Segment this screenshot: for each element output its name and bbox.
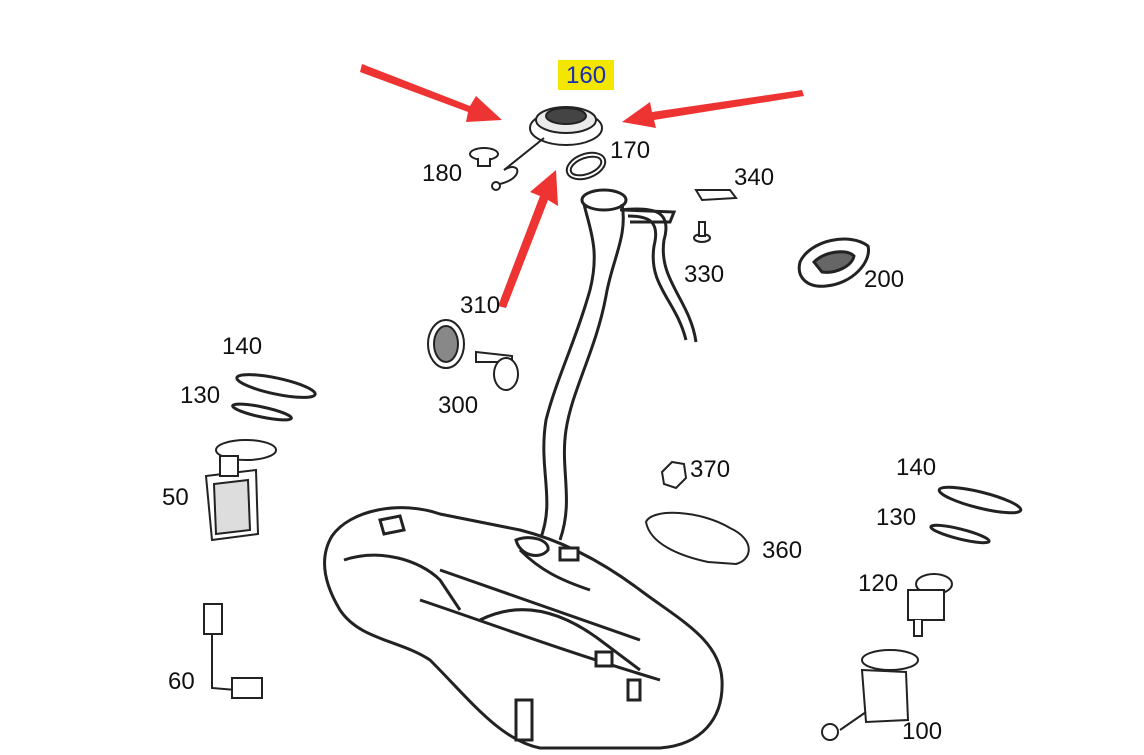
level-sensor-60 bbox=[203, 603, 263, 699]
nut-370 bbox=[660, 460, 688, 490]
part-label-310: 310 bbox=[460, 292, 501, 319]
plate-340 bbox=[694, 189, 738, 202]
valve-300 bbox=[475, 350, 519, 391]
part-label-160: 160 bbox=[558, 60, 615, 90]
arrow-bottom bbox=[498, 170, 558, 308]
seal-ring-170 bbox=[565, 151, 607, 181]
fuel-cap-160 bbox=[491, 106, 603, 191]
filler-neck-pipe bbox=[538, 188, 698, 541]
valve-120 bbox=[907, 573, 953, 637]
part-label-140-left: 140 bbox=[222, 333, 263, 360]
part-label-360: 360 bbox=[762, 537, 803, 564]
part-label-130-right: 130 bbox=[876, 504, 917, 531]
fuel-tank bbox=[322, 506, 724, 750]
part-label-330: 330 bbox=[684, 261, 725, 288]
part-label-60: 60 bbox=[168, 668, 195, 695]
bolt-330 bbox=[693, 221, 711, 243]
part-label-100: 100 bbox=[902, 718, 943, 745]
arrow-left bbox=[360, 64, 502, 122]
part-label-130-left: 130 bbox=[180, 382, 221, 409]
part-label-370: 370 bbox=[690, 456, 731, 483]
part-label-340: 340 bbox=[734, 164, 775, 191]
part-label-170: 170 bbox=[610, 137, 651, 164]
valve-310 bbox=[427, 319, 465, 369]
part-label-200: 200 bbox=[864, 266, 905, 293]
clip-180 bbox=[469, 147, 499, 167]
red-arrows bbox=[360, 64, 804, 308]
seals-right bbox=[929, 485, 1023, 545]
part-label-50: 50 bbox=[162, 484, 189, 511]
seals-left bbox=[231, 373, 317, 422]
plate-360 bbox=[644, 511, 750, 566]
part-label-180: 180 bbox=[422, 160, 463, 187]
part-label-120: 120 bbox=[858, 570, 899, 597]
pump-module-50 bbox=[204, 439, 277, 542]
pump-module-100 bbox=[821, 649, 919, 741]
part-label-300: 300 bbox=[438, 392, 479, 419]
flap-housing-200 bbox=[797, 237, 870, 288]
arrow-right bbox=[622, 90, 804, 128]
part-label-140-right: 140 bbox=[896, 454, 937, 481]
